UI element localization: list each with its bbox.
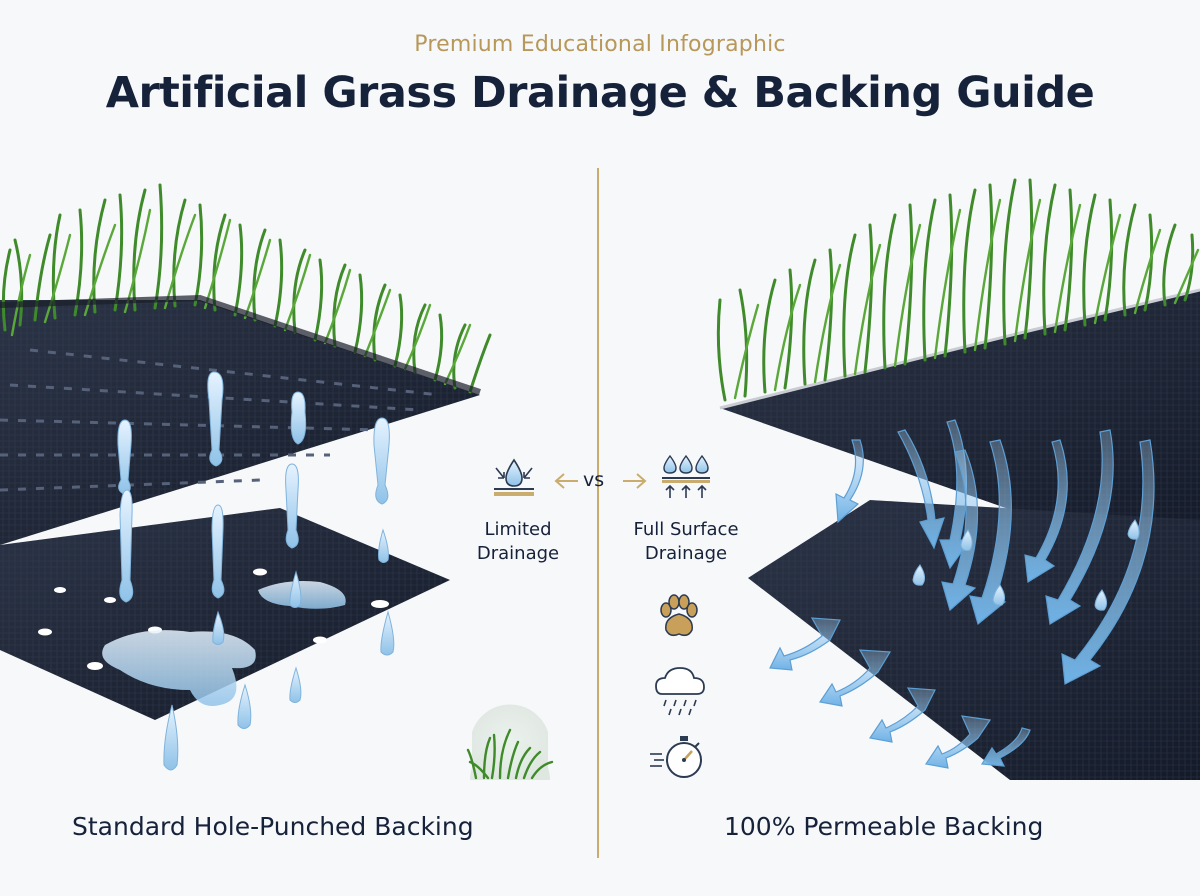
right-water-drops xyxy=(912,519,1140,611)
grass-tuft-icon xyxy=(466,704,554,780)
page-title: Artificial Grass Drainage & Backing Guid… xyxy=(105,68,1095,118)
left-backing-label: Standard Hole-Punched Backing xyxy=(72,812,474,841)
stopwatch-icon xyxy=(650,736,702,778)
limited-drainage-label: Limited Drainage xyxy=(468,518,568,566)
arrow-left-icon xyxy=(554,473,578,489)
left-water-drops xyxy=(117,371,395,771)
left-puddle xyxy=(102,630,256,706)
right-flow-arrows xyxy=(769,419,1155,769)
subtitle: Premium Educational Infographic xyxy=(414,32,786,57)
left-backing-illustration xyxy=(0,183,492,771)
limited-drainage-line2: Drainage xyxy=(476,543,560,564)
arrow-right-icon xyxy=(623,473,647,489)
full-drainage-icon xyxy=(662,454,710,498)
full-drainage-line2: Drainage xyxy=(644,543,728,564)
limited-drainage-icon xyxy=(494,458,534,496)
right-backing-illustration xyxy=(716,178,1200,780)
paw-icon xyxy=(660,594,698,637)
vs-label: vs xyxy=(583,469,605,491)
full-drainage-line1: Full Surface xyxy=(633,519,739,540)
limited-drainage-line1: Limited xyxy=(484,519,552,540)
left-grass xyxy=(1,183,492,394)
rain-cloud-icon xyxy=(655,667,705,716)
full-drainage-label: Full Surface Drainage xyxy=(620,518,752,566)
center-divider xyxy=(597,168,599,858)
right-grass xyxy=(716,178,1195,402)
right-backing-label: 100% Permeable Backing xyxy=(724,812,1044,841)
